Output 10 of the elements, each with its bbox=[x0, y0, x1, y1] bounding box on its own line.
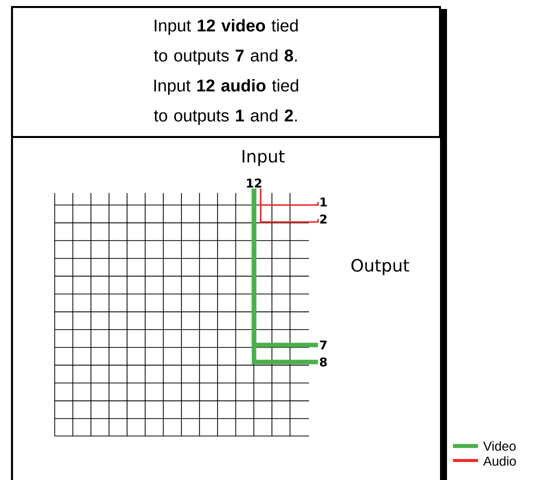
port-number: 2 bbox=[320, 214, 326, 224]
port-number: 12 bbox=[247, 178, 262, 188]
legend-label: Audio bbox=[483, 456, 516, 466]
text-box: Input 12 video tied to outputs 7 and 8. Input 12 audio tied to outputs 1 and 2. bbox=[11, 6, 441, 138]
legend-label: Video bbox=[483, 441, 516, 451]
route-line bbox=[260, 188, 319, 223]
axis-label: Output bbox=[351, 258, 410, 276]
port-number: 7 bbox=[320, 340, 327, 350]
port-number: 8 bbox=[320, 357, 327, 367]
port-number: 1 bbox=[320, 198, 327, 206]
